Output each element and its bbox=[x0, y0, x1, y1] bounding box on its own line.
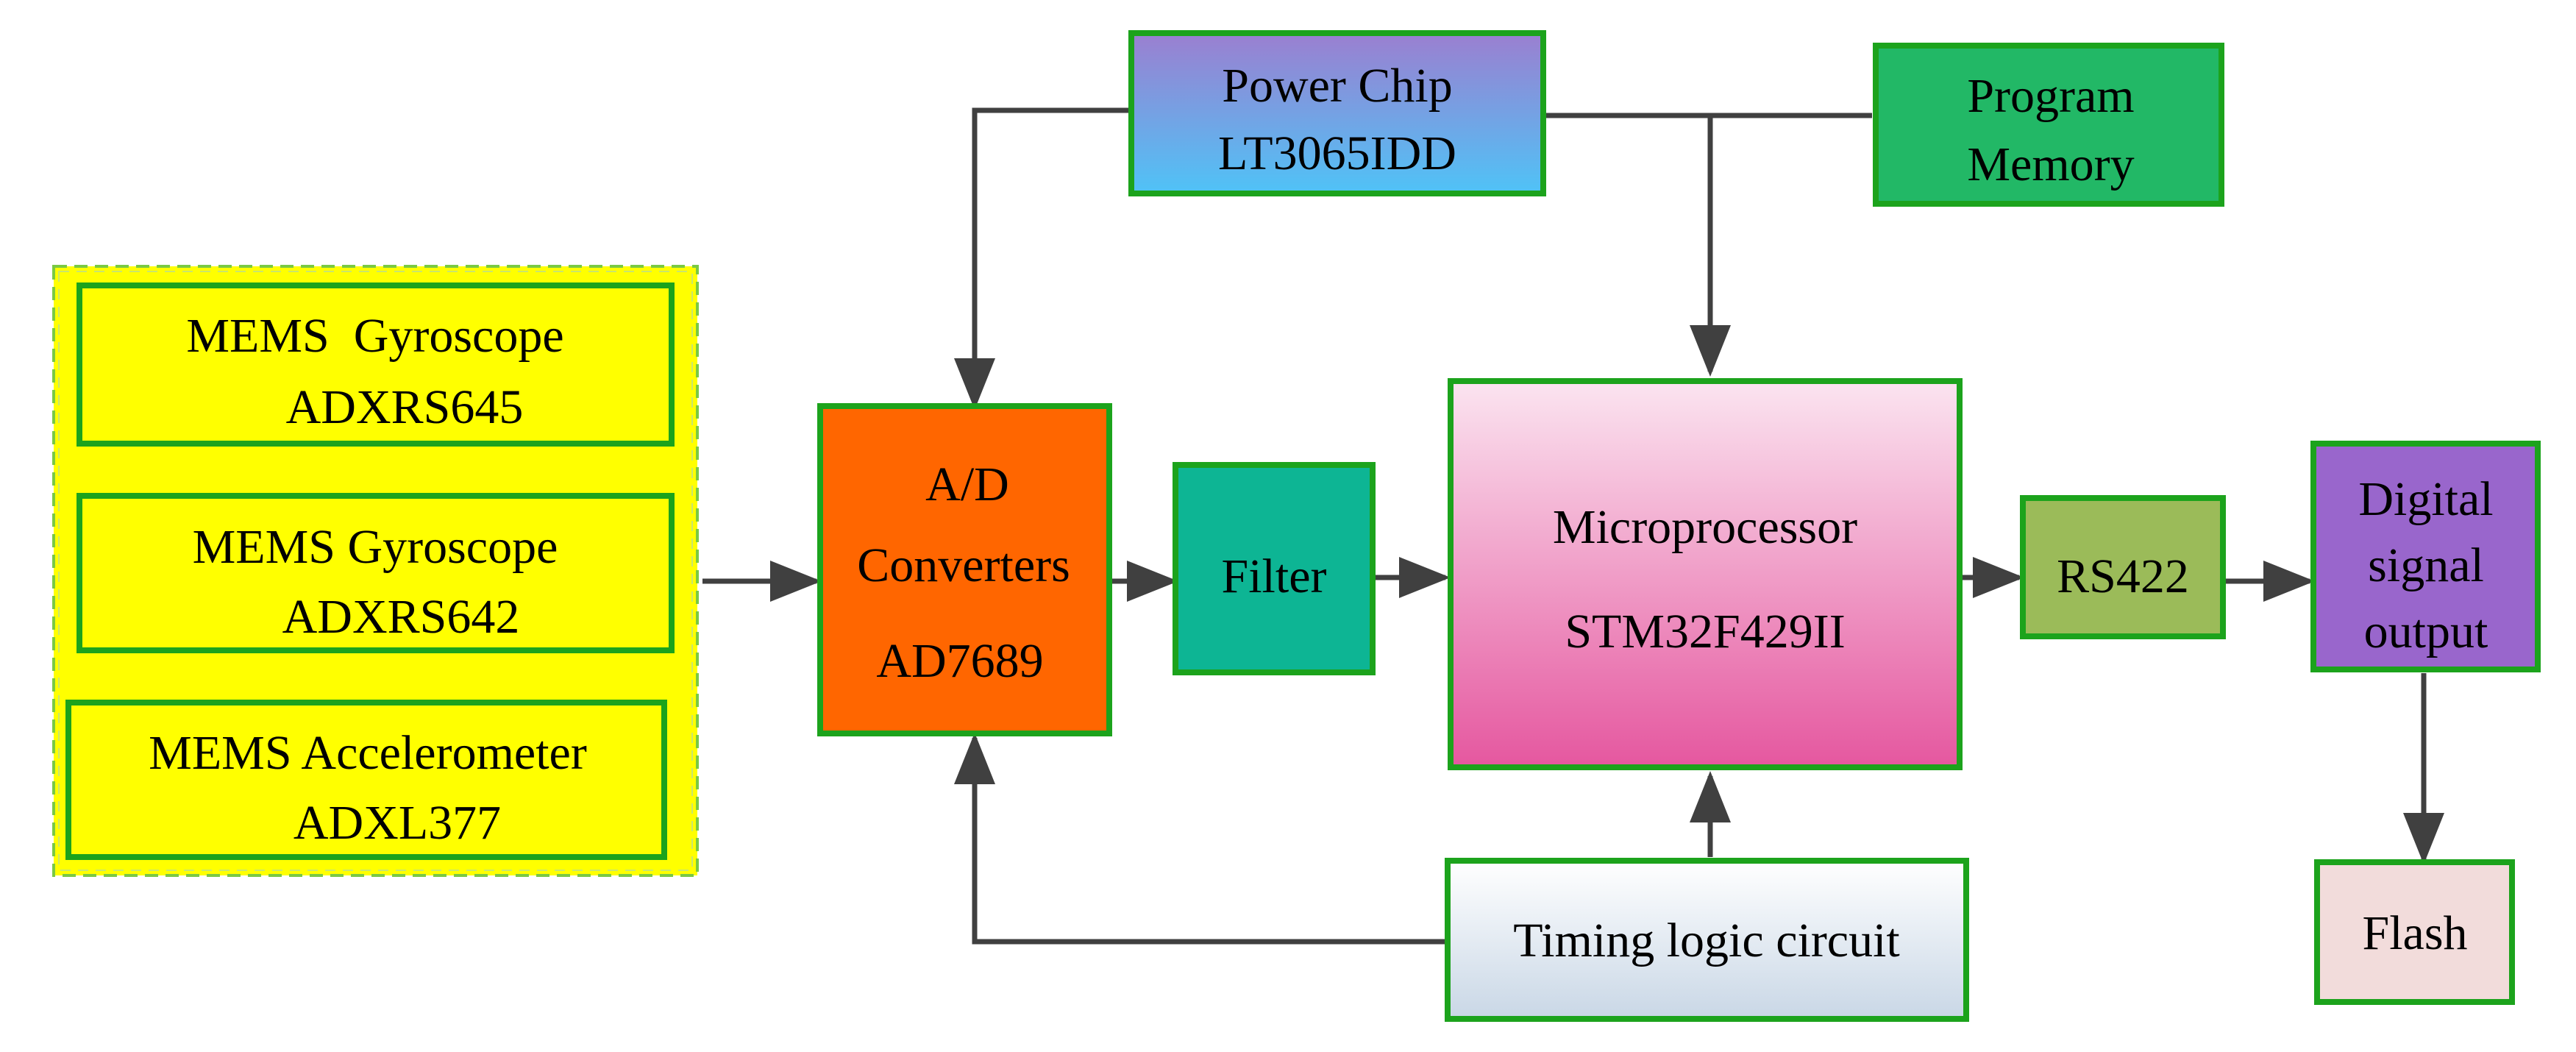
gyroscope-adxrs642-box: MEMS Gyroscope ADXRS642 bbox=[77, 493, 675, 653]
accelerometer-adxl377-line2: ADXL377 bbox=[293, 796, 501, 850]
microprocessor-line1: Microprocessor bbox=[1553, 500, 1857, 554]
gyroscope-adxrs645-line1: MEMS Gyroscope bbox=[186, 309, 563, 363]
connectors bbox=[702, 107, 2444, 945]
digital-output-box: Digital signal output bbox=[2310, 441, 2541, 672]
adc-line3: AD7689 bbox=[876, 634, 1043, 688]
digital-output-line1: Digital bbox=[2358, 472, 2493, 526]
power-chip-box: Power Chip LT3065IDD bbox=[1128, 30, 1546, 196]
power-chip-line1: Power Chip bbox=[1222, 59, 1453, 113]
gyroscope-adxrs642-line2: ADXRS642 bbox=[282, 590, 520, 644]
adc-box: A/D Converters AD7689 bbox=[817, 403, 1112, 736]
adc-line2: Converters bbox=[857, 539, 1070, 592]
accelerometer-adxl377-box: MEMS Accelerometer ADXL377 bbox=[65, 700, 667, 860]
gyroscope-adxrs645-box: MEMS Gyroscope ADXRS645 bbox=[77, 282, 675, 447]
filter-box: Filter bbox=[1173, 462, 1376, 675]
microprocessor-box: Microprocessor STM32F429II bbox=[1448, 378, 1963, 770]
program-memory-line2: Memory bbox=[1967, 138, 2134, 191]
flash-box: Flash bbox=[2314, 859, 2515, 1005]
accelerometer-adxl377-line1: MEMS Accelerometer bbox=[149, 726, 587, 780]
program-memory-box: Program Memory bbox=[1873, 43, 2224, 207]
arrow-timing-to-adc bbox=[954, 733, 1445, 945]
program-memory-line1: Program bbox=[1967, 69, 2134, 123]
adc-line1: A/D bbox=[925, 458, 1009, 511]
sensor-group: MEMS Gyroscope ADXRS645 MEMS Gyroscope A… bbox=[52, 265, 699, 877]
filter-label: Filter bbox=[1222, 550, 1327, 603]
microprocessor-line2: STM32F429II bbox=[1565, 605, 1845, 658]
digital-output-line3: output bbox=[2364, 605, 2488, 658]
rs422-box: RS422 bbox=[2020, 495, 2226, 639]
power-chip-line2: LT3065IDD bbox=[1218, 127, 1456, 180]
digital-output-line2: signal bbox=[2368, 539, 2484, 592]
flash-label: Flash bbox=[2362, 906, 2467, 960]
timing-logic-box: Timing logic circuit bbox=[1445, 858, 1969, 1022]
rs422-label: RS422 bbox=[2057, 550, 2189, 603]
gyroscope-adxrs645-line2: ADXRS645 bbox=[286, 380, 524, 434]
timing-logic-label: Timing logic circuit bbox=[1513, 914, 1900, 967]
arrow-power-to-adc bbox=[954, 107, 1129, 410]
gyroscope-adxrs642-line1: MEMS Gyroscope bbox=[193, 520, 558, 574]
